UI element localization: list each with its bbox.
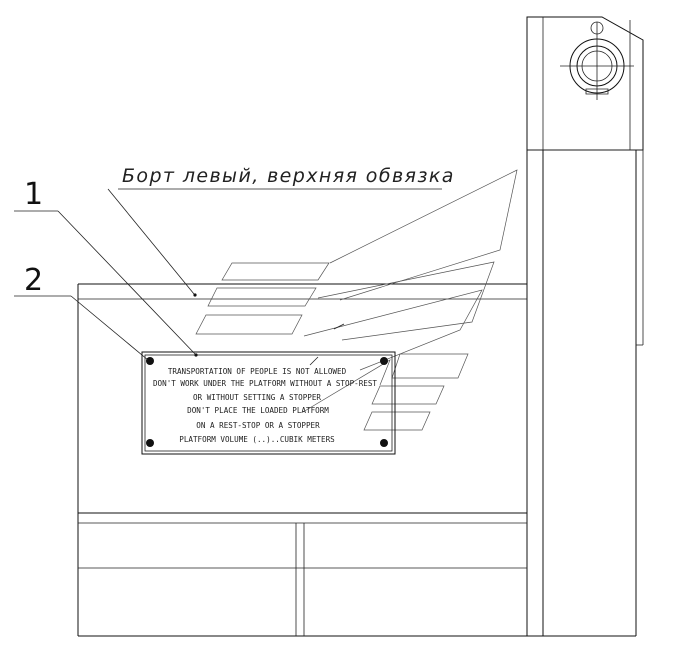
plate-screw-top-right-icon (380, 357, 388, 365)
side-post (526, 150, 644, 636)
plate-line-2: DON'T WORK UNDER THE PLATFORM WITHOUT A … (153, 379, 377, 388)
background-decor (195, 169, 518, 431)
caption-leader (107, 188, 442, 297)
plate-screw-top-left-icon (146, 357, 154, 365)
caption-label: Борт левый, верхняя обвязка (122, 165, 455, 187)
callout-2-leader (14, 295, 149, 361)
plate-screw-bottom-right-icon (380, 439, 388, 447)
callout-1-leader (14, 210, 198, 357)
center-marks (309, 323, 345, 366)
plate-line-5: ON A REST-STOP OR A STOPPER (196, 421, 320, 430)
plate-line-1: TRANSPORTATION OF PEOPLE IS NOT ALLOWED (168, 367, 347, 376)
callout-2-number: 2 (24, 263, 43, 298)
plate-line-6: PLATFORM VOLUME (..)..CUBIK METERS (179, 435, 335, 444)
plate-line-3: OR WITHOUT SETTING A STOPPER (193, 393, 321, 402)
callout-1-number: 1 (24, 177, 43, 212)
hinge-pin-icon (560, 21, 634, 100)
plate-line-4: DON'T PLACE THE LOADED PLATFORM (187, 406, 329, 415)
board-panel (77, 283, 636, 637)
hinge-bracket (526, 16, 644, 151)
plate-screw-bottom-left-icon (146, 439, 154, 447)
info-plate (141, 351, 396, 455)
